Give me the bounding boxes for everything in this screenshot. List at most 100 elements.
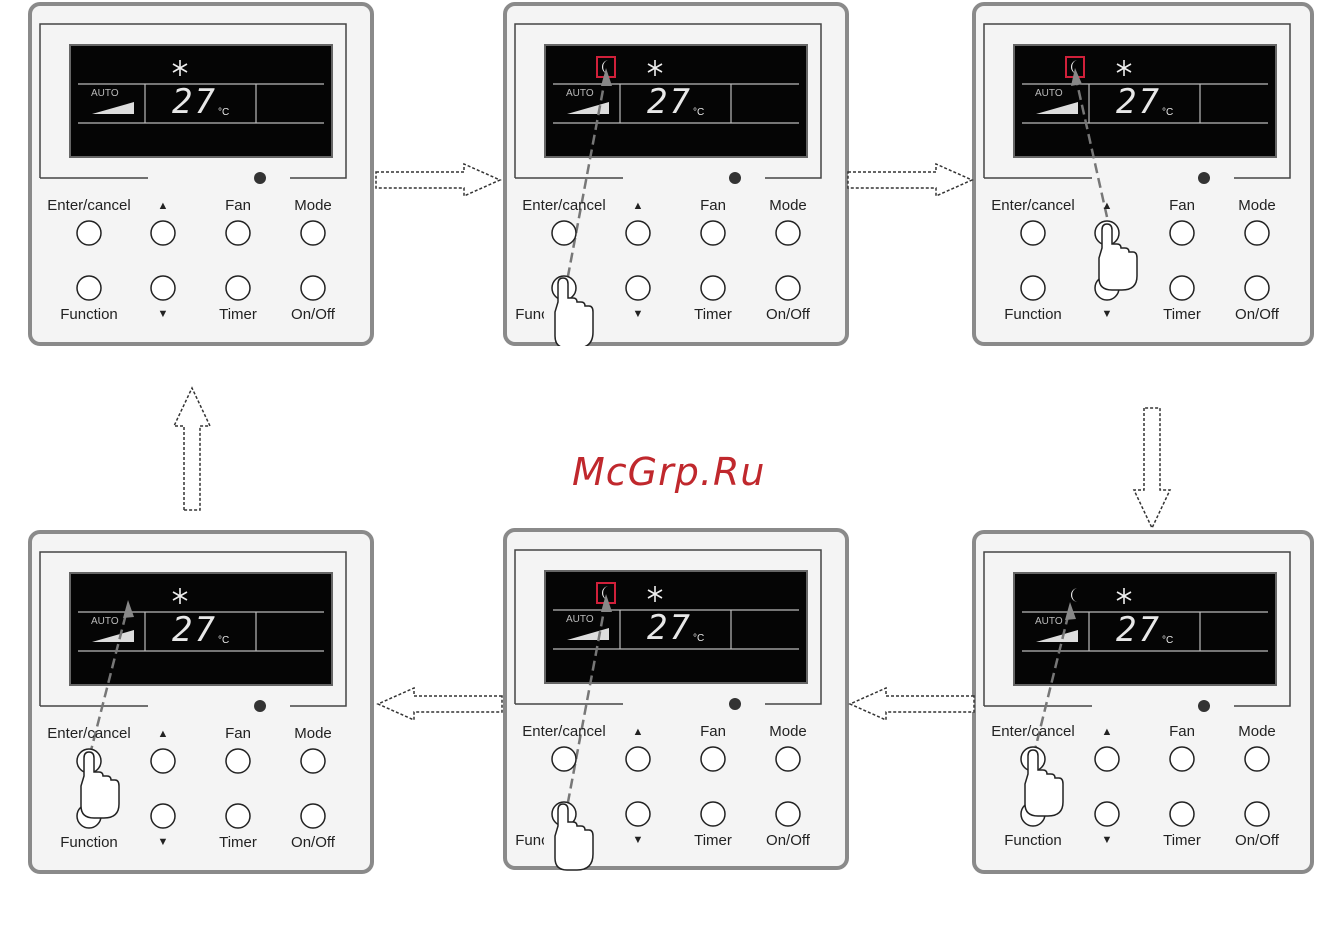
down-button[interactable] (150, 803, 176, 829)
onoff-button[interactable] (775, 801, 801, 827)
enter-cancel-label: Enter/cancel (522, 723, 606, 740)
timer-button[interactable] (700, 801, 726, 827)
onoff-button[interactable] (775, 275, 801, 301)
down-button[interactable] (625, 275, 651, 301)
remote-panel-5: AUTO 27 °C Enter/cancel ▲ Fan Mode Funct… (503, 528, 849, 872)
fan-button[interactable] (225, 220, 251, 246)
up-button[interactable] (1094, 746, 1120, 772)
fan-speed-bars (1036, 630, 1078, 642)
fan-label: Fan (1169, 723, 1195, 740)
enter-cancel-button[interactable] (551, 220, 577, 246)
up-label: ▲ (157, 728, 169, 740)
hand-pointer-icon (554, 803, 594, 871)
up-button[interactable] (150, 748, 176, 774)
mode-button[interactable] (775, 220, 801, 246)
remote-panel-2: AUTO 27 °C Enter/cancel ▲ Fan Mode Funct… (503, 2, 849, 346)
function-button[interactable] (1020, 275, 1046, 301)
up-label: ▲ (632, 726, 644, 738)
fan-button[interactable] (700, 746, 726, 772)
flow-arrow-left-1 (848, 686, 975, 722)
lcd-unit: °C (693, 633, 705, 644)
enter-cancel-button[interactable] (551, 746, 577, 772)
enter-cancel-button[interactable] (1020, 220, 1046, 246)
onoff-button[interactable] (1244, 275, 1270, 301)
lcd-temperature: 27 (172, 82, 217, 122)
enter-cancel-label: Enter/cancel (47, 197, 131, 214)
mode-label: Mode (294, 197, 332, 214)
remote-body (972, 2, 1314, 346)
watermark-text: McGrp.Ru (572, 450, 766, 494)
lcd-temperature: 27 (1116, 610, 1161, 650)
mode-button[interactable] (1244, 746, 1270, 772)
snowflake-icon (647, 60, 663, 76)
timer-button[interactable] (225, 803, 251, 829)
remote-panel-6: AUTO 27 °C Enter/cancel ▲ Fan Mode Funct… (28, 530, 374, 874)
remote-body (28, 2, 374, 346)
fan-button[interactable] (700, 220, 726, 246)
fan-button[interactable] (1169, 746, 1195, 772)
lcd-unit: °C (1162, 107, 1174, 118)
function-button[interactable] (76, 275, 102, 301)
function-label: Function (1004, 832, 1062, 849)
flow-arrow-right-2 (847, 162, 974, 198)
enter-cancel-label: Enter/cancel (47, 725, 131, 742)
lcd-auto-label: AUTO (1035, 88, 1063, 99)
pointer-line (563, 73, 608, 293)
up-button[interactable] (625, 220, 651, 246)
pointer-line (1028, 607, 1072, 771)
mode-label: Mode (1238, 197, 1276, 214)
remote-panel-1: AUTO 27 °C Enter/cancel ▲ Fan Mode Funct… (28, 2, 374, 346)
mode-button[interactable] (775, 746, 801, 772)
indicator-led (254, 700, 266, 712)
moon-icon (602, 586, 609, 600)
flow-arrow-left-2 (376, 686, 503, 722)
enter-cancel-label: Enter/cancel (522, 197, 606, 214)
flow-arrow-down (1132, 407, 1172, 530)
timer-button[interactable] (1169, 801, 1195, 827)
up-label: ▲ (632, 200, 644, 212)
lcd-screen (1013, 44, 1277, 158)
mode-button[interactable] (1244, 220, 1270, 246)
function-label: Function (60, 834, 118, 851)
timer-label: Timer (694, 832, 732, 849)
mode-button[interactable] (300, 748, 326, 774)
timer-label: Timer (1163, 306, 1201, 323)
enter-cancel-button[interactable] (76, 220, 102, 246)
lcd-auto-label: AUTO (91, 88, 119, 99)
fan-button[interactable] (1169, 220, 1195, 246)
onoff-button[interactable] (300, 275, 326, 301)
up-button[interactable] (150, 220, 176, 246)
onoff-label: On/Off (766, 306, 810, 323)
flow-arrow-up (172, 386, 212, 511)
fan-button[interactable] (225, 748, 251, 774)
up-button[interactable] (625, 746, 651, 772)
down-label: ▼ (1101, 834, 1113, 846)
timer-button[interactable] (700, 275, 726, 301)
onoff-label: On/Off (1235, 832, 1279, 849)
indicator-led (729, 172, 741, 184)
indicator-led (729, 698, 741, 710)
onoff-button[interactable] (300, 803, 326, 829)
snowflake-icon (172, 60, 188, 76)
function-label: Function (1004, 306, 1062, 323)
lcd-auto-label: AUTO (91, 616, 119, 627)
onoff-button[interactable] (1244, 801, 1270, 827)
down-button[interactable] (150, 275, 176, 301)
remote-body (972, 530, 1314, 874)
pointer-line (1073, 73, 1109, 218)
down-button[interactable] (625, 801, 651, 827)
timer-button[interactable] (1169, 275, 1195, 301)
lcd-auto-label: AUTO (1035, 616, 1063, 627)
snowflake-icon (172, 588, 188, 604)
up-label: ▲ (1101, 726, 1113, 738)
timer-button[interactable] (225, 275, 251, 301)
fan-label: Fan (700, 197, 726, 214)
remote-body (503, 528, 849, 871)
mode-label: Mode (769, 197, 807, 214)
down-label: ▼ (157, 836, 169, 848)
down-button[interactable] (1094, 801, 1120, 827)
fan-label: Fan (225, 725, 251, 742)
lcd-temperature: 27 (172, 610, 217, 650)
mode-button[interactable] (300, 220, 326, 246)
function-label: Function (515, 832, 544, 849)
